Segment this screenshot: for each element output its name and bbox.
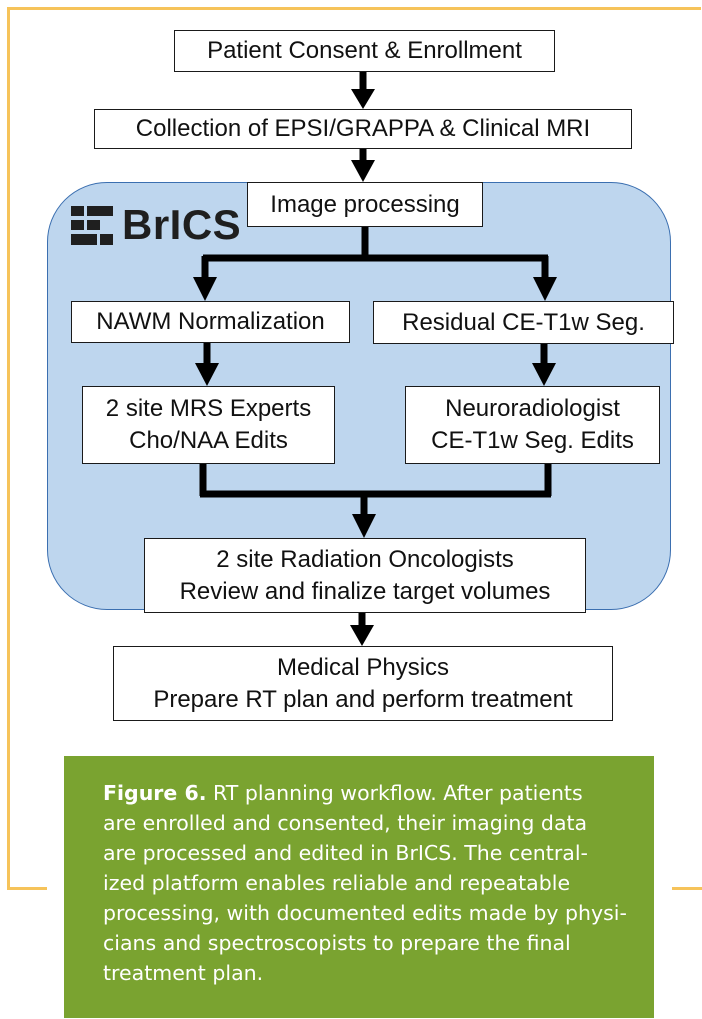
- frame-bottom-right-line: [672, 887, 702, 890]
- caption-label: Figure 6.: [103, 781, 207, 805]
- step-collection: Collection of EPSI/GRAPPA & Clinical MRI: [94, 109, 632, 149]
- step-consent: Patient Consent & Enrollment: [174, 30, 555, 72]
- arrowhead-oncologists: [352, 514, 376, 538]
- step-nawm-normalization: NAWM Normalization: [71, 301, 350, 343]
- figure-caption: Figure 6. RT planning workflow. After pa…: [103, 778, 628, 988]
- step-physics-line1: Medical Physics: [276, 653, 450, 681]
- step-collection-label: Collection of EPSI/GRAPPA & Clinical MRI: [135, 115, 591, 142]
- step-neuro-line1: Neuroradiologist: [445, 395, 620, 422]
- figure-caption-box: [64, 756, 654, 1018]
- step-mrs-line2: Cho/NAA Edits: [129, 427, 288, 454]
- arrowhead-neuro: [532, 363, 556, 386]
- arrowhead-processing: [351, 160, 375, 182]
- step-nawm-label: NAWM Normalization: [96, 308, 325, 335]
- arrowhead-nawm: [193, 277, 217, 301]
- caption-line-4: ized platform enables reliable and repea…: [103, 871, 571, 895]
- brics-logo-icon: [71, 206, 113, 245]
- caption-line-7: treatment plan.: [103, 961, 264, 985]
- step-residual-seg: Residual CE-T1w Seg.: [373, 301, 674, 344]
- step-oncologists-line1: 2 site Radiation Oncologists: [216, 545, 514, 573]
- caption-line-6: cians and spectroscopists to prepare the…: [103, 931, 571, 955]
- frame-left-line: [7, 7, 10, 890]
- step-neuroradiologist: Neuroradiologist CE-T1w Seg. Edits: [405, 386, 660, 464]
- frame-bottom-left-line: [7, 887, 47, 890]
- caption-line-1-text: RT planning workflow. After patients: [206, 781, 583, 805]
- arrowhead-mrs: [195, 363, 219, 386]
- brics-logo-text: BrICS: [122, 201, 242, 248]
- step-mrs-experts: 2 site MRS Experts Cho/NAA Edits: [82, 386, 335, 464]
- arrowhead-collection: [351, 89, 375, 109]
- step-image-processing-label: Image processing: [270, 190, 460, 218]
- arrowhead-residual: [533, 277, 557, 301]
- caption-line-3: are processed and edited in BrICS. The c…: [103, 841, 588, 865]
- step-image-processing: Image processing: [247, 182, 483, 227]
- step-mrs-line1: 2 site MRS Experts: [105, 395, 312, 422]
- caption-line-2: are enrolled and consented, their imagin…: [103, 811, 588, 835]
- step-physics-line2: Prepare RT plan and perform treatment: [153, 685, 573, 713]
- step-medical-physics: Medical Physics Prepare RT plan and perf…: [113, 646, 613, 721]
- step-radiation-oncologists: 2 site Radiation Oncologists Review and …: [144, 538, 586, 613]
- arrowhead-physics: [350, 625, 374, 646]
- caption-line-1: Figure 6. RT planning workflow. After pa…: [103, 778, 628, 808]
- step-residual-label: Residual CE-T1w Seg.: [402, 308, 645, 336]
- caption-line-5: processing, with documented edits made b…: [103, 901, 627, 925]
- step-consent-label: Patient Consent & Enrollment: [207, 37, 522, 64]
- frame-top-line: [7, 7, 701, 10]
- step-oncologists-line2: Review and finalize target volumes: [179, 577, 551, 605]
- step-neuro-line2: CE-T1w Seg. Edits: [431, 427, 634, 454]
